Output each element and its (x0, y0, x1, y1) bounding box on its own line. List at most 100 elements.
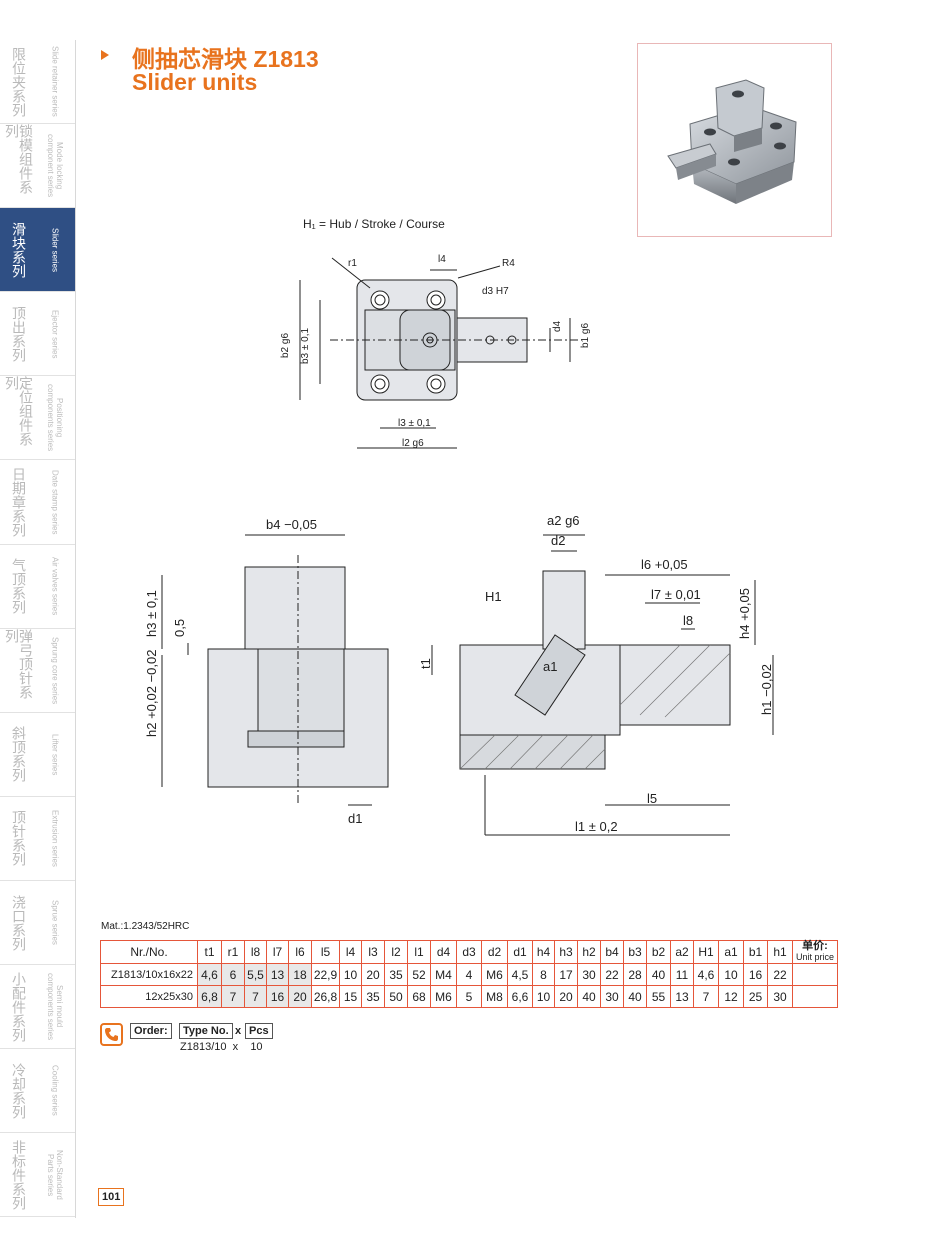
sidebar-item-7[interactable]: 弹弓顶针系列 Sprung core series (0, 628, 75, 713)
table-cell: 7 (244, 985, 267, 1008)
svg-text:d4: d4 (552, 320, 563, 332)
column-header: l6 (288, 940, 312, 964)
svg-text:h2 +0,02 −0,02: h2 +0,02 −0,02 (144, 650, 159, 737)
order-example: Z1813/10 x 10 (180, 1041, 263, 1053)
table-cell: 5 (456, 985, 482, 1008)
column-header: l4 (339, 940, 362, 964)
svg-text:0,5: 0,5 (172, 619, 187, 637)
sidebar-item-13[interactable]: 非标件系列 Non-Standard Parts series (0, 1133, 75, 1218)
table-cell: Z1813/10x16x22 (100, 963, 198, 986)
table-cell: 4,6 (197, 963, 222, 986)
table-cell: 6,8 (197, 985, 222, 1008)
unit-price-cell (792, 963, 838, 986)
column-header: r1 (221, 940, 245, 964)
column-header: h4 (532, 940, 555, 964)
table-cell: 13 (266, 963, 289, 986)
sidebar-item-label-en: Non-Standard Parts series (46, 1149, 64, 1200)
column-header: l7 (266, 940, 289, 964)
sidebar-item-label-en: Sprung core series (50, 636, 60, 704)
unit-price-label-en: Unit price (795, 952, 834, 962)
sidebar-item-label-cn: 弹弓顶针系列 (4, 628, 34, 699)
table-cell: 10 (718, 963, 744, 986)
svg-text:l6 +0,05: l6 +0,05 (641, 557, 688, 572)
svg-text:d2: d2 (551, 533, 565, 548)
svg-text:b4 −0,05: b4 −0,05 (266, 517, 317, 532)
unit-price-label-cn: 单价: (802, 940, 828, 952)
column-header: d4 (430, 940, 457, 964)
hub-label: H₁ = Hub / Stroke / Course (303, 217, 445, 231)
svg-text:a1: a1 (543, 659, 557, 674)
table-cell: 20 (288, 985, 312, 1008)
svg-text:l3 ± 0,1: l3 ± 0,1 (398, 418, 431, 429)
column-header: d2 (481, 940, 508, 964)
column-header: l1 (407, 940, 431, 964)
column-header: h2 (577, 940, 601, 964)
front-view-drawing: b4 −0,05 h3 ± 0,1 0,5 t1 h2 +0,02 −0,02 … (144, 517, 433, 826)
table-cell: 12x25x30 (100, 985, 198, 1008)
svg-text:a2 g6: a2 g6 (547, 513, 580, 528)
column-header: a2 (670, 940, 694, 964)
times-label: x (235, 1025, 242, 1037)
column-header: t1 (197, 940, 222, 964)
svg-text:h1 −0,02: h1 −0,02 (759, 664, 774, 715)
svg-text:R4: R4 (502, 258, 515, 269)
table-cell: 40 (577, 985, 601, 1008)
sidebar-item-label-cn: 顶出系列 (11, 305, 27, 362)
svg-text:l4: l4 (438, 254, 446, 265)
column-header: b4 (600, 940, 624, 964)
table-cell: 40 (646, 963, 671, 986)
table-cell: 8 (532, 963, 555, 986)
column-header: d1 (507, 940, 533, 964)
table-cell: 22 (767, 963, 793, 986)
sidebar-divider (75, 40, 76, 1218)
sidebar-item-label-en: Air valves series (50, 556, 60, 616)
phone-icon (100, 1023, 123, 1046)
table-cell: M8 (481, 985, 508, 1008)
svg-text:d3 H7: d3 H7 (482, 286, 509, 297)
table-cell: 35 (384, 963, 408, 986)
column-header: b2 (646, 940, 671, 964)
svg-text:l1 ± 0,2: l1 ± 0,2 (575, 819, 618, 834)
table-cell: 20 (361, 963, 385, 986)
table-cell: 17 (554, 963, 578, 986)
side-view-drawing: a2 g6 d2 l6 +0,05 H1 l7 ± 0,01 l8 h4 +0,… (459, 513, 774, 836)
svg-text:l7 ± 0,01: l7 ± 0,01 (651, 587, 701, 602)
sidebar-item-label-cn: 限位夹系列 (11, 46, 27, 117)
table-cell: 4,6 (693, 963, 719, 986)
sidebar-item-label-cn: 滑块系列 (11, 221, 27, 278)
table-cell: 4 (456, 963, 482, 986)
table-cell: 16 (266, 985, 289, 1008)
table-cell: 50 (384, 985, 408, 1008)
column-header: b3 (623, 940, 647, 964)
sidebar-item-label-en: Mode locking component series (46, 134, 64, 198)
table-cell: 12 (718, 985, 744, 1008)
table-cell: 35 (361, 985, 385, 1008)
column-header: h3 (554, 940, 578, 964)
table-cell: M6 (430, 985, 457, 1008)
table-cell: 25 (743, 985, 768, 1008)
sidebar-item-label-cn: 非标件系列 (11, 1139, 27, 1210)
page-number: 101 (98, 1188, 125, 1206)
column-header: l3 (361, 940, 385, 964)
table-cell: 15 (339, 985, 362, 1008)
product-photo (637, 43, 832, 237)
sidebar-item-label-cn: 定位组件系列 (4, 376, 34, 447)
svg-text:r1: r1 (348, 258, 357, 269)
page-title-en: Slider units (132, 69, 258, 95)
table-cell: 26,8 (311, 985, 340, 1008)
